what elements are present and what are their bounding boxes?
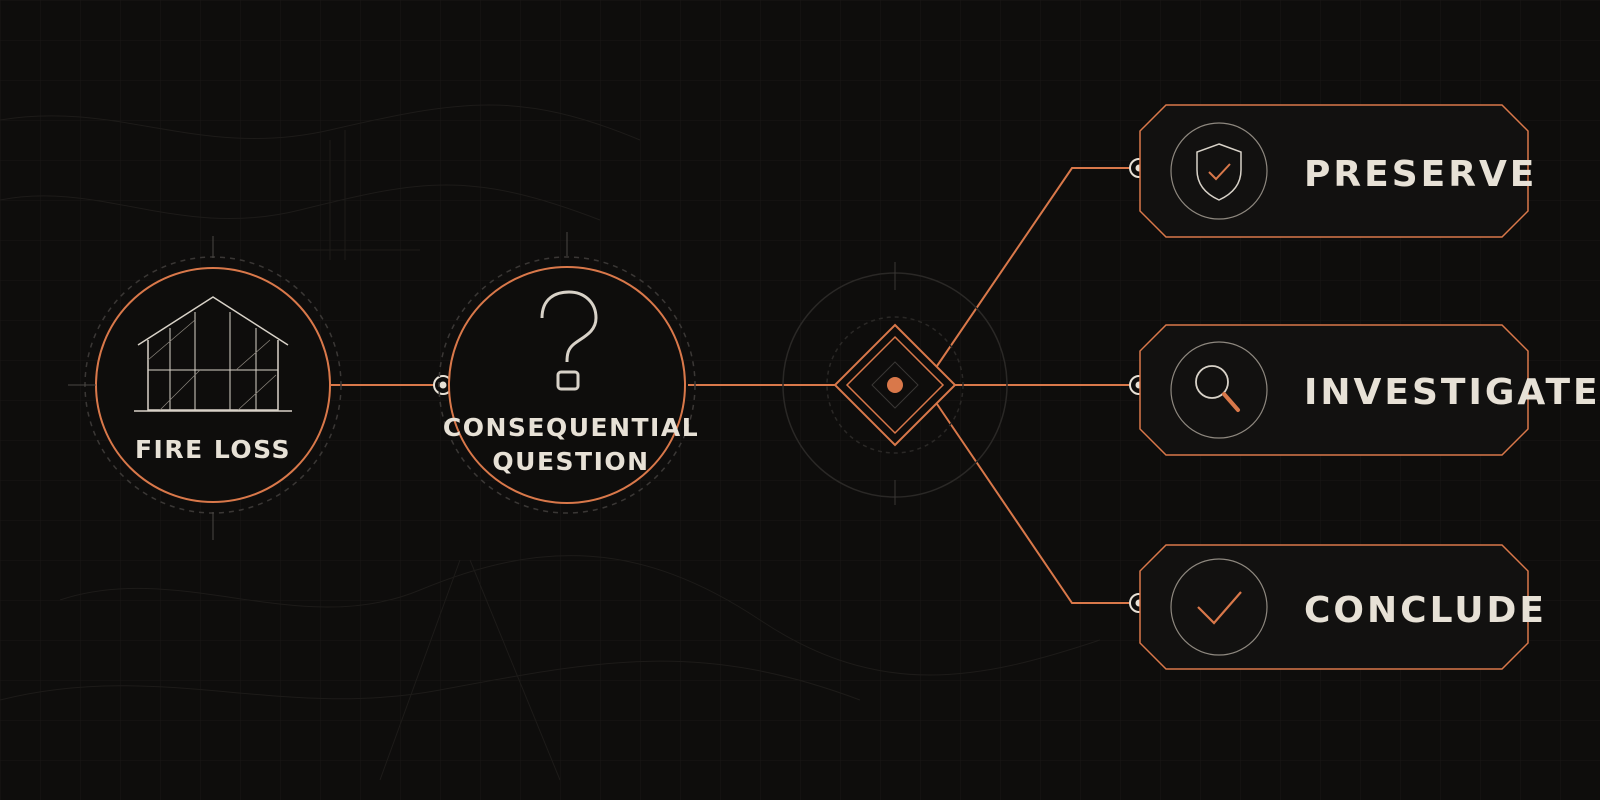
magnifier-icon <box>1195 365 1240 412</box>
shield-check-icon <box>1196 143 1242 201</box>
icon-ring <box>1170 558 1268 656</box>
card-frame <box>1139 104 1529 238</box>
card-frame <box>1139 324 1529 456</box>
crosshair <box>68 236 214 540</box>
decision-halo-inner <box>826 316 964 454</box>
outcome-label-investigate: INVESTIGATE <box>1304 372 1600 413</box>
node-label-line2: QUESTION <box>492 447 649 476</box>
icon-ring <box>1170 122 1268 220</box>
connector-to-preserve <box>936 167 1136 367</box>
card-frame <box>1139 544 1529 670</box>
diamond-decision-icon <box>833 323 957 447</box>
outcome-card-conclude: CONCLUDE <box>1139 544 1547 670</box>
outer-dashed-ring <box>438 256 696 514</box>
connector-to-conclude <box>936 403 1136 604</box>
outcome-label-conclude: CONCLUDE <box>1304 590 1547 631</box>
node-ring <box>448 266 686 504</box>
decision-node <box>782 262 1008 505</box>
outcome-card-investigate: INVESTIGATE <box>1139 324 1600 456</box>
node-ring <box>95 267 331 503</box>
house-wireframe-icon <box>134 296 292 412</box>
connectors <box>330 167 1136 604</box>
checkmark-icon <box>1197 591 1242 625</box>
node-label-fire-loss: FIRE LOSS <box>135 435 291 464</box>
node-label-line1: CONSEQUENTIAL <box>443 413 699 442</box>
icon-ring <box>1170 341 1268 439</box>
node-fire-loss: FIRE LOSS <box>68 236 342 540</box>
outcome-label-preserve: PRESERVE <box>1304 154 1537 195</box>
background-texture <box>0 104 1101 781</box>
outcome-card-preserve: PRESERVE <box>1139 104 1537 238</box>
question-mark-icon <box>540 290 598 391</box>
node-consequential-question: CONSEQUENTIAL QUESTION <box>438 232 699 514</box>
